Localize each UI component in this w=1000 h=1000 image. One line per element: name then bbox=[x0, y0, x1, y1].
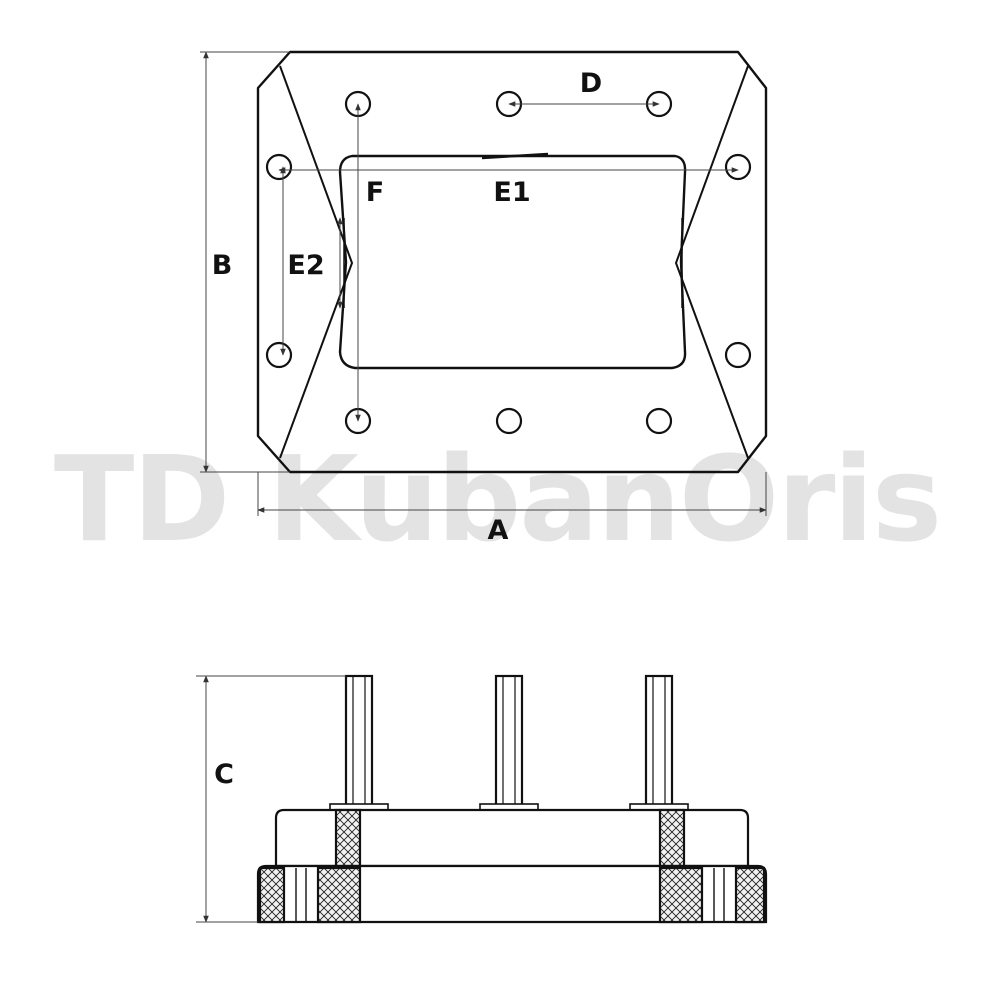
bolt-holes bbox=[265, 90, 752, 435]
bolt-hole bbox=[265, 341, 293, 369]
label-b: B bbox=[212, 250, 233, 281]
label-e2: E2 bbox=[287, 250, 324, 281]
bolt-hole bbox=[265, 153, 293, 181]
stud bbox=[479, 674, 539, 811]
e1-mark bbox=[481, 152, 549, 160]
flange-section bbox=[316, 866, 362, 924]
upper-plate-section-left bbox=[334, 808, 362, 868]
bolt-hole bbox=[724, 341, 752, 369]
label-a: A bbox=[488, 515, 509, 546]
top-plate-outline bbox=[256, 50, 768, 474]
watermark-text: TD KubanOris bbox=[54, 430, 940, 568]
side-dimensions bbox=[196, 675, 346, 923]
label-f: F bbox=[366, 177, 384, 208]
bolt-hole bbox=[645, 407, 673, 435]
flange-left-panel bbox=[279, 65, 353, 459]
flange-section bbox=[734, 866, 766, 924]
flange-right-panel bbox=[675, 65, 749, 459]
bolt-hole bbox=[724, 153, 752, 181]
stud bbox=[629, 674, 689, 811]
bolt-hole bbox=[495, 407, 523, 435]
side-view bbox=[256, 674, 768, 924]
label-d: D bbox=[580, 68, 602, 99]
label-e1: E1 bbox=[493, 177, 530, 208]
label-c: C bbox=[214, 759, 234, 790]
upper-plate-section-right bbox=[658, 808, 686, 868]
top-dimensions bbox=[200, 51, 767, 516]
flange-section bbox=[658, 866, 704, 924]
stud bbox=[329, 674, 389, 811]
flange-section bbox=[258, 866, 286, 924]
